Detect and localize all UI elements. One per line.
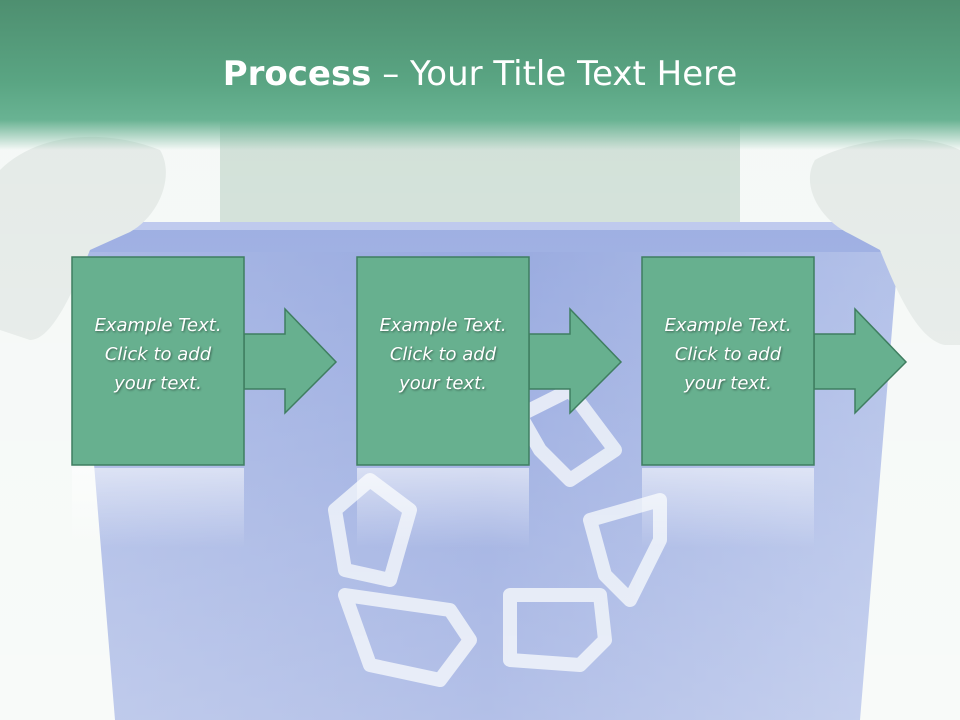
step-1-line-1: Example Text. — [94, 315, 222, 336]
step-3-reflection — [642, 468, 814, 548]
title-rest: – Your Title Text Here — [371, 54, 738, 94]
step-3-line-3: your text. — [684, 373, 772, 394]
step-1-reflection — [72, 468, 244, 548]
step-2-text[interactable]: Example Text. Click to add your text. — [357, 311, 529, 398]
step-1-line-2: Click to add — [104, 344, 212, 365]
step-2-reflection — [357, 468, 529, 548]
step-2-arrow-icon[interactable] — [528, 307, 623, 415]
step-1-arrow-icon[interactable] — [243, 307, 338, 415]
step-2-line-1: Example Text. — [379, 315, 507, 336]
step-1-text[interactable]: Example Text. Click to add your text. — [72, 311, 244, 398]
title-bar — [0, 0, 960, 150]
step-3-text[interactable]: Example Text. Click to add your text. — [642, 311, 814, 398]
step-1-line-3: your text. — [114, 373, 202, 394]
slide-title[interactable]: Process – Your Title Text Here — [0, 52, 960, 96]
step-3-arrow-icon[interactable] — [813, 307, 908, 415]
step-2-box[interactable] — [356, 256, 530, 466]
step-3-line-1: Example Text. — [664, 315, 792, 336]
step-1-box[interactable] — [71, 256, 245, 466]
step-3-line-2: Click to add — [674, 344, 782, 365]
step-2-line-3: your text. — [399, 373, 487, 394]
step-2-line-2: Click to add — [389, 344, 497, 365]
step-3-box[interactable] — [641, 256, 815, 466]
title-bold: Process — [222, 54, 372, 94]
